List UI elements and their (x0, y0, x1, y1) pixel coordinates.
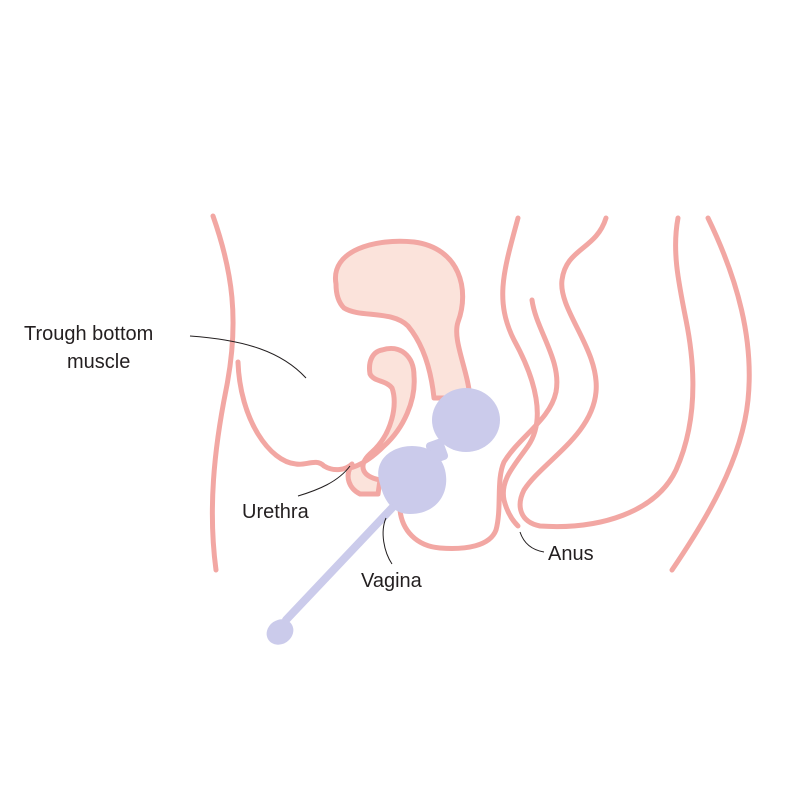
muscle-label-line-1: Trough bottom (24, 323, 154, 345)
cord-end-bead (266, 619, 294, 645)
anus-leader-line (519, 531, 545, 553)
rectum-outer-wall (517, 215, 696, 530)
lower-ball (378, 446, 447, 514)
kegel-ball-device (266, 388, 500, 645)
vagina-leader-line (382, 517, 393, 565)
vagina-wall (397, 297, 560, 551)
urethra-label: Urethra (242, 501, 309, 523)
urethra-leader-line (297, 465, 351, 497)
right-body-outline (669, 215, 752, 573)
left-body-outline (209, 213, 236, 573)
anus-label: Anus (548, 543, 594, 565)
pelvic-floor-muscle-outline (235, 359, 355, 473)
bladder-shape (333, 238, 473, 401)
muscle-leader-line (189, 335, 307, 379)
rectum-inner-wall (500, 215, 540, 529)
pelvic-floor-muscle-label: Trough bottom muscle (24, 320, 153, 376)
upper-ball (432, 388, 500, 452)
urethra-shape (345, 346, 417, 497)
retrieval-cord (282, 504, 396, 624)
vagina-label: Vagina (361, 570, 422, 592)
muscle-label-line-2: muscle (67, 351, 131, 373)
